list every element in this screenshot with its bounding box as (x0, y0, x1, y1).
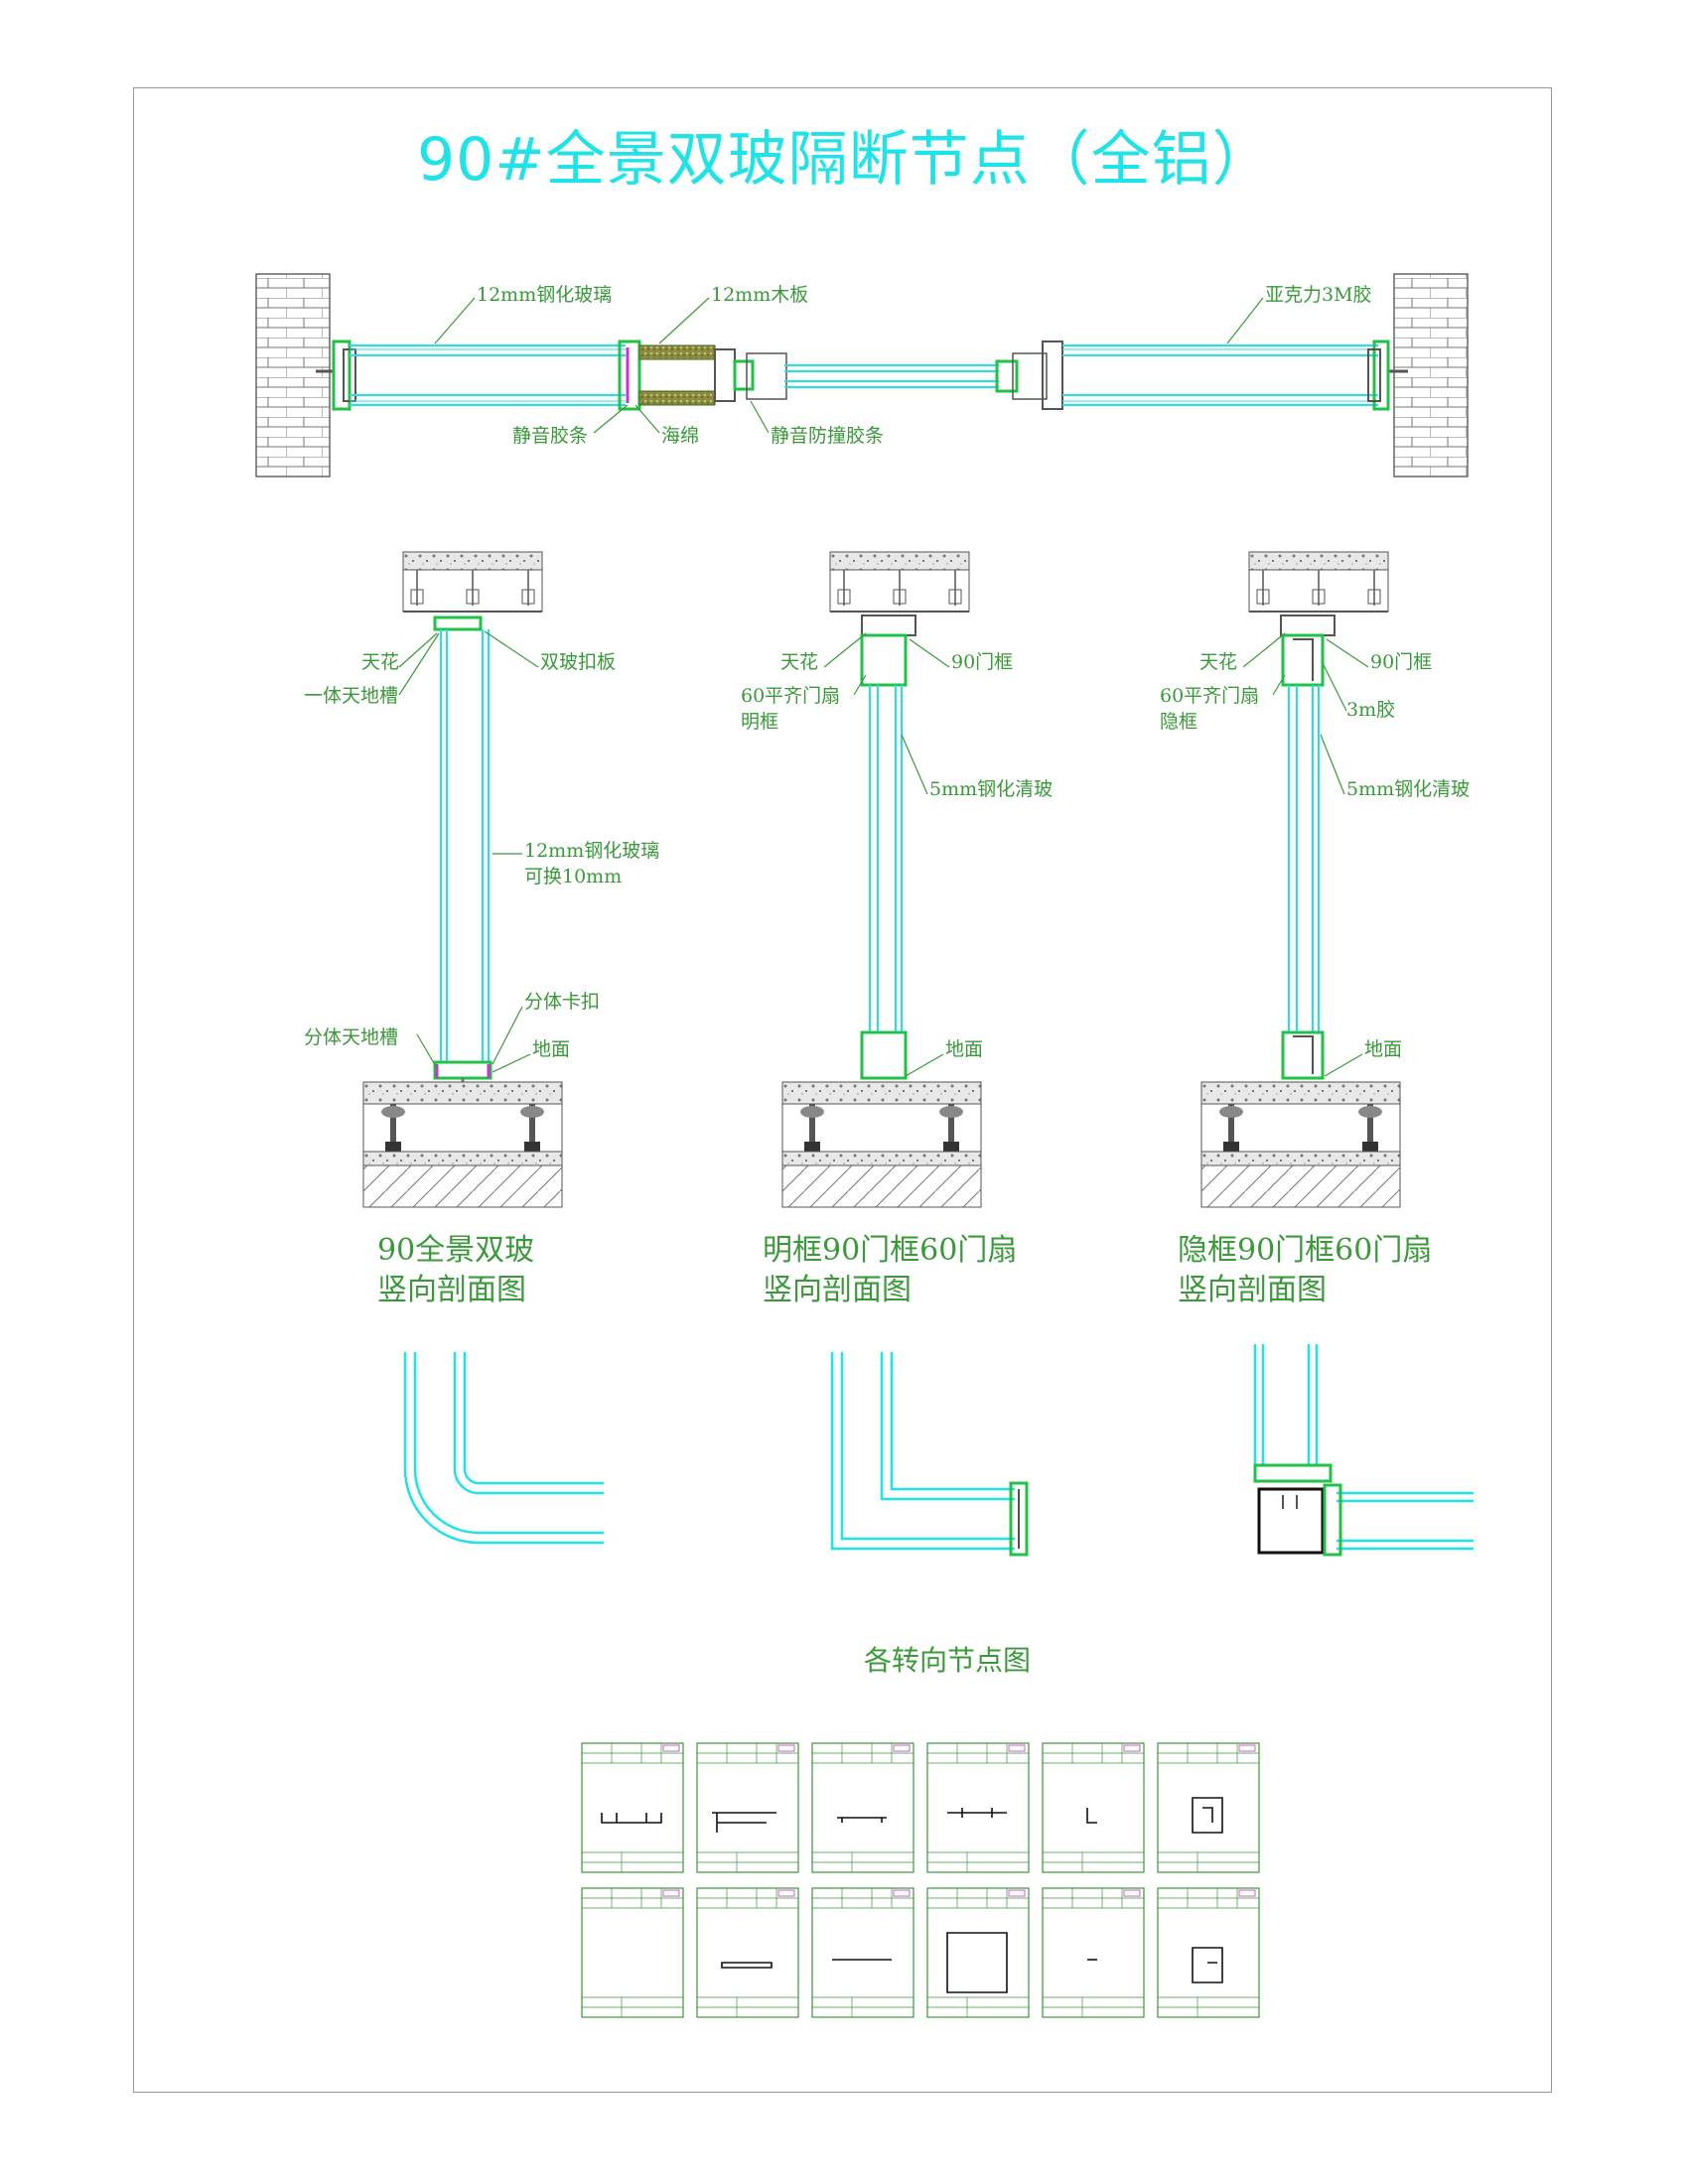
label-glass12: 12mm钢化玻璃 (477, 284, 613, 306)
s1-caption-line1: 90全景双玻 (377, 1233, 535, 1268)
s1-cover: 双玻扣板 (540, 651, 617, 673)
profile-card (811, 1887, 914, 2018)
profile-card (696, 1742, 799, 1873)
profile-card (926, 1742, 1030, 1873)
right-glass-panel (1062, 344, 1378, 406)
corner-caption: 各转向节点图 (864, 1644, 1032, 1677)
label-seal: 静音胶条 (512, 425, 589, 447)
s2-floor: 地面 (945, 1038, 984, 1060)
drawing-border (133, 87, 1552, 2093)
s2-frame90: 90门框 (951, 651, 1014, 673)
profile-card (1042, 1887, 1145, 2018)
s3-door60-line2: 隐框 (1160, 711, 1198, 733)
s1-track: 一体天地槽 (304, 685, 399, 707)
left-wall (255, 273, 331, 478)
s3-floor: 地面 (1364, 1038, 1403, 1060)
plan-view (255, 273, 1469, 478)
corner-nodes (403, 1344, 1474, 1557)
center-glass-panel (784, 364, 999, 388)
s1-glass: 12mm钢化玻璃 (524, 840, 660, 862)
s2-caption-line1: 明框90门框60门扇 (763, 1233, 1018, 1268)
s2-door60-line1: 60平齐门扇 (741, 685, 841, 707)
label-wood12: 12mm木板 (711, 284, 809, 306)
corner-node-rounded (403, 1352, 604, 1545)
s3-door60-line1: 60平齐门扇 (1160, 685, 1260, 707)
corner-node-square (830, 1352, 1015, 1551)
s3-caption-line2: 竖向剖面图 (1178, 1273, 1327, 1307)
s2-caption-line2: 竖向剖面图 (763, 1273, 912, 1307)
profile-card (1157, 1742, 1260, 1873)
profile-card (1042, 1742, 1145, 1873)
s1-glass-alt: 可换10mm (524, 866, 623, 887)
right-wall (1393, 273, 1469, 478)
profile-card-grid (581, 1742, 1260, 2018)
section1-glass (440, 629, 490, 1062)
label-acrylic: 亚克力3M胶 (1265, 284, 1372, 306)
s3-frame90: 90门框 (1370, 651, 1433, 673)
s1-floor: 地面 (532, 1038, 571, 1060)
profile-card (926, 1887, 1030, 2018)
section3-glass (1288, 685, 1320, 1032)
left-glass-panel (350, 344, 626, 406)
s2-door60-line2: 明框 (741, 711, 779, 733)
profile-card (1157, 1887, 1260, 2018)
s1-split-track: 分体天地槽 (304, 1026, 399, 1048)
corner-post-box (1257, 1487, 1325, 1555)
profile-card (581, 1742, 684, 1873)
s1-clip: 分体卡扣 (524, 991, 601, 1013)
wood-board (638, 344, 716, 360)
s1-caption-line2: 竖向剖面图 (377, 1273, 526, 1307)
s3-caption-line1: 隐框90门框60门扇 (1178, 1233, 1433, 1268)
s3-ceiling: 天花 (1199, 651, 1238, 673)
label-sponge: 海绵 (661, 425, 700, 447)
s1-ceiling: 天花 (361, 651, 400, 673)
s3-caption: 隐框90门框60门扇 竖向剖面图 (1178, 1231, 1432, 1310)
s2-ceiling: 天花 (780, 651, 819, 673)
s2-caption: 明框90门框60门扇 竖向剖面图 (763, 1231, 1017, 1310)
drawing-title: 90#全景双玻隔断节点（全铝） (417, 125, 1273, 195)
profile-card (581, 1887, 684, 2018)
label-bumper: 静音防撞胶条 (771, 425, 885, 447)
s1-caption: 90全景双玻 竖向剖面图 (377, 1231, 534, 1310)
s2-glass5: 5mm钢化清玻 (929, 778, 1054, 800)
profile-card (696, 1887, 799, 2018)
s3-glue3m: 3m胶 (1346, 699, 1396, 721)
s3-glass5: 5mm钢化清玻 (1346, 778, 1471, 800)
vertical-sections (0, 551, 1688, 1231)
section2-glass (869, 685, 903, 1032)
corner-node-post (1253, 1344, 1474, 1551)
profile-card (811, 1742, 914, 1873)
